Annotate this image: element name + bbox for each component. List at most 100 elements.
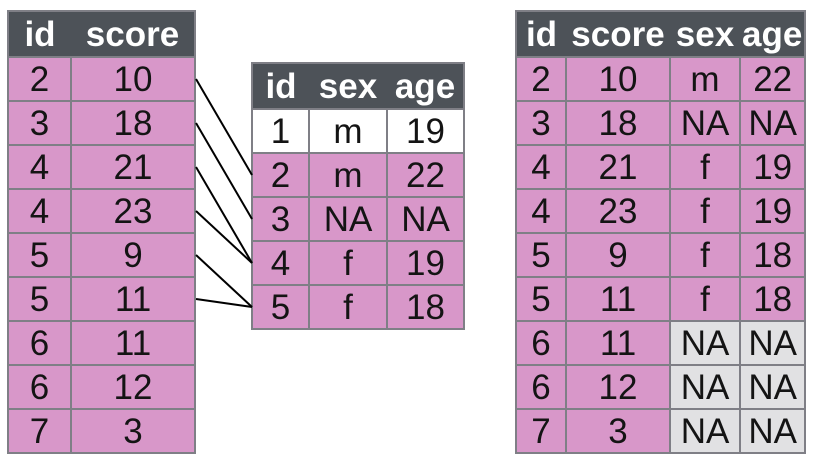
table-cell: NA — [669, 100, 741, 146]
table-cell: 2 — [515, 56, 567, 102]
table-cell: 11 — [70, 276, 196, 322]
table-cell: 3 — [7, 100, 72, 146]
table-cell: 3 — [565, 408, 671, 454]
table-cell: 10 — [565, 56, 671, 102]
join-line — [195, 298, 253, 308]
table-cell: 9 — [70, 232, 196, 278]
table-cell: NA — [669, 364, 741, 410]
table-cell: 4 — [7, 188, 72, 234]
table-cell: 4 — [515, 144, 567, 190]
table-cell: 11 — [565, 276, 671, 322]
table-cell: 5 — [7, 276, 72, 322]
table-cell: 5 — [515, 276, 567, 322]
table-cell: 23 — [70, 188, 196, 234]
table-cell: 19 — [738, 144, 807, 190]
table-cell: 3 — [515, 100, 567, 146]
column-header-age: age — [740, 11, 806, 57]
join-line — [195, 210, 253, 264]
table-cell: 18 — [386, 284, 465, 330]
table-cell: 7 — [515, 408, 567, 454]
table-cell: 5 — [515, 232, 567, 278]
table-cell: 19 — [386, 108, 465, 154]
table-cell: 12 — [565, 364, 671, 410]
table-cell: NA — [386, 196, 465, 242]
table-cell: f — [308, 240, 388, 286]
join-line — [195, 166, 253, 264]
column-header-sex: sex — [309, 63, 387, 109]
table-cell: 4 — [7, 144, 72, 190]
table-cell: NA — [308, 196, 388, 242]
table-cell: 12 — [70, 364, 196, 410]
join-line — [195, 78, 253, 176]
column-header-age: age — [387, 63, 464, 109]
table-cell: NA — [669, 408, 741, 454]
table-cell: NA — [669, 320, 741, 366]
table-cell: 5 — [251, 284, 310, 330]
column-header-id: id — [516, 11, 566, 57]
table-cell: 9 — [565, 232, 671, 278]
table-cell: 7 — [7, 408, 72, 454]
table-cell: 6 — [7, 364, 72, 410]
table-cell: NA — [738, 100, 807, 146]
table-cell: 22 — [738, 56, 807, 102]
table-cell: 4 — [251, 240, 310, 286]
table-cell: f — [669, 144, 741, 190]
join-line — [195, 254, 253, 308]
table-cell: 3 — [251, 196, 310, 242]
table-cell: 19 — [738, 188, 807, 234]
table-cell: 6 — [515, 364, 567, 410]
table-cell: 21 — [70, 144, 196, 190]
table-cell: 6 — [7, 320, 72, 366]
table-cell: m — [669, 56, 741, 102]
table-cell: 10 — [70, 56, 196, 102]
table-cell: NA — [738, 408, 807, 454]
table-cell: f — [669, 232, 741, 278]
table-cell: m — [308, 108, 388, 154]
table-cell: 3 — [70, 408, 196, 454]
table-cell: f — [669, 188, 741, 234]
table-cell: 18 — [738, 232, 807, 278]
table-cell: 1 — [251, 108, 310, 154]
table-cell: 18 — [565, 100, 671, 146]
table-cell: 18 — [738, 276, 807, 322]
table-cell: 4 — [515, 188, 567, 234]
table-cell: NA — [738, 320, 807, 366]
table-cell: f — [669, 276, 741, 322]
table-cell: 21 — [565, 144, 671, 190]
table-cell: NA — [738, 364, 807, 410]
table-cell: 18 — [70, 100, 196, 146]
column-header-score: score — [566, 11, 670, 57]
table-cell: 11 — [70, 320, 196, 366]
table-cell: 23 — [565, 188, 671, 234]
table-cell: 6 — [515, 320, 567, 366]
join-line — [195, 122, 253, 220]
table-cell: m — [308, 152, 388, 198]
